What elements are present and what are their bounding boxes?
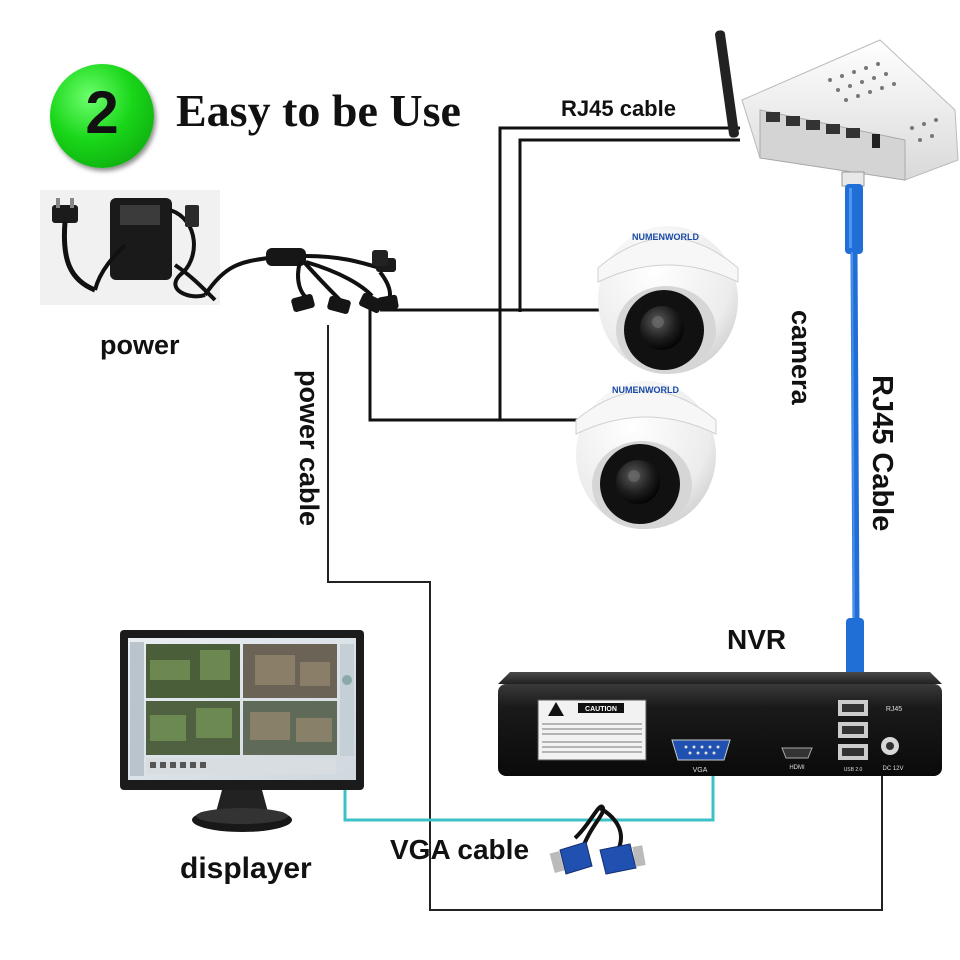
monitor-displayer [120,630,364,832]
nvr-dc-port-label: DC 12V [882,766,903,772]
page-title: Easy to be Use [176,85,461,136]
camera-1-brand-text: NUMENWORLD [632,232,699,242]
camera-2-brand-text: NUMENWORLD [612,385,679,395]
label-rj45-cable-side: RJ45 Cable [866,375,898,532]
power-wires-to-cameras [368,305,610,422]
wifi-router [715,30,959,181]
step-number-badge: 2 [50,64,154,168]
power-adapter-photo [40,190,220,305]
dome-camera-2: NUMENWORLD [575,381,717,529]
nvr-vga-port-label: VGA [693,767,708,774]
nvr-rj45-port-label: RJ45 [886,706,902,713]
power-cable-to-nvr [327,325,883,911]
label-nvr: NVR [727,624,787,655]
step-number-text: 2 [85,79,119,146]
power-splitter-cable [203,248,399,314]
label-rj45-cable-top: RJ45 cable [561,96,676,121]
dome-camera-1: NUMENWORLD [597,226,739,374]
nvr-hdmi-port-label: HDMI [789,765,805,771]
label-vga-cable: VGA cable [390,834,530,865]
rj45-wires-to-router [498,126,740,420]
nvr-usb-port-label: USB 2.0 [844,767,863,773]
vga-cable-photo [549,804,646,875]
label-displayer: displayer [180,852,312,885]
rj45-blue-cable [841,171,868,691]
label-camera: camera [786,310,816,405]
nvr-recorder: CAUTION VGA HDMI USB 2.0 RJ45 [498,672,942,776]
nvr-caution-title: CAUTION [585,706,617,713]
label-power-cable: power cable [294,370,324,527]
label-power: power [100,330,180,360]
